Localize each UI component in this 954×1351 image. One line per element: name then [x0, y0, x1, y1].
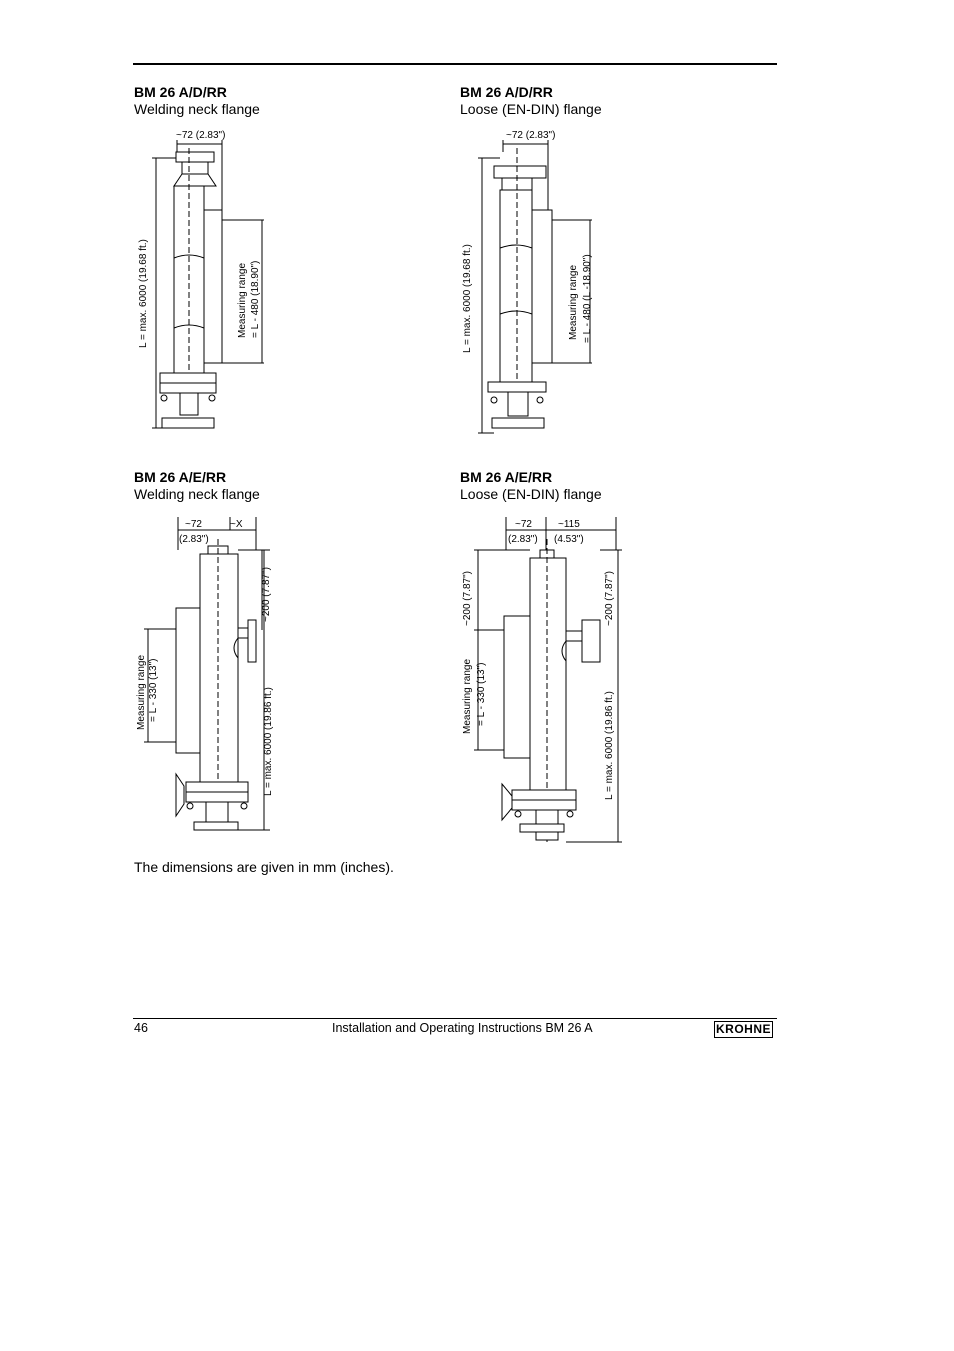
section-title: BM 26 A/D/RR: [460, 84, 553, 100]
dim-nozzle-height-left: ~200 (7.87"): [462, 571, 473, 626]
dim-width-inch: (2.83"): [179, 534, 209, 545]
section-title: BM 26 A/E/RR: [460, 469, 553, 485]
dim-nozzle-height: ~200 (7.87"): [261, 567, 272, 622]
dim-measuring-label: Measuring range: [237, 263, 248, 338]
dim-length-label: L = max. 6000 (19.86 ft.): [604, 691, 615, 800]
section-subtitle: Welding neck flange: [134, 101, 260, 117]
dim-measuring-label: Measuring range: [136, 655, 147, 730]
dim-width-label: ~72 (2.83"): [176, 130, 225, 141]
dim-width-label: ~72: [515, 519, 532, 530]
dim-nozzle-height-right: ~200 (7.87"): [604, 571, 615, 626]
section-subtitle: Loose (EN-DIN) flange: [460, 486, 602, 502]
dim-width-inch: (2.83"): [508, 534, 538, 545]
section-title: BM 26 A/D/RR: [134, 84, 227, 100]
dim-measuring-label: Measuring range: [462, 659, 473, 734]
dim-length-label: L = max. 6000 (19.86 ft.): [263, 687, 274, 796]
drawing-ae-loose-flange: ~72 (2.83") ~115 (4.53") ~200 (7.87") Me…: [460, 514, 625, 849]
dim-measuring-value: = L - 330 (13"): [476, 663, 487, 727]
section-subtitle: Loose (EN-DIN) flange: [460, 101, 602, 117]
dim-offset-label: ~X: [230, 519, 243, 530]
dim-length-label: L = max. 6000 (19.68 ft.): [138, 239, 149, 348]
dim-measuring-value: = L - 480 (L -18.90"): [582, 254, 593, 343]
section-subtitle: Welding neck flange: [134, 486, 260, 502]
dim-length-label: L = max. 6000 (19.68 ft.): [462, 244, 473, 353]
header-rule: [133, 63, 777, 65]
dim-width-label: ~72: [185, 519, 202, 530]
dimensions-note: The dimensions are given in mm (inches).: [134, 859, 394, 875]
drawing-ad-welding-neck: ~72 (2.83") L = max. 6000 (19.68 ft.) Me…: [134, 128, 274, 438]
document-title: Installation and Operating Instructions …: [332, 1021, 593, 1035]
section-caption: BM 26 A/E/RR Welding neck flange: [134, 469, 260, 503]
krohne-logo: KROHNE: [714, 1021, 773, 1038]
dim-measuring-label: Measuring range: [568, 265, 579, 340]
drawing-ad-loose-flange: ~72 (2.83") L = max. 6000 (19.68 ft.) Me…: [460, 128, 600, 438]
dim-measuring-value: = L - 480 (18.90"): [250, 261, 261, 338]
section-caption: BM 26 A/D/RR Welding neck flange: [134, 84, 260, 118]
section-caption: BM 26 A/D/RR Loose (EN-DIN) flange: [460, 84, 602, 118]
dim-offset-label: ~115: [558, 519, 580, 530]
dim-offset-inch: (4.53"): [554, 534, 584, 545]
page-number: 46: [134, 1021, 148, 1035]
dim-width-label: ~72 (2.83"): [506, 130, 555, 141]
dim-measuring-value: = L - 330 (13"): [148, 659, 159, 723]
section-title: BM 26 A/E/RR: [134, 469, 227, 485]
footer-rule: [133, 1018, 777, 1019]
drawing-ae-welding-neck: ~72 (2.83") ~X ~200 (7.87") Measuring ra…: [134, 514, 279, 839]
section-caption: BM 26 A/E/RR Loose (EN-DIN) flange: [460, 469, 602, 503]
